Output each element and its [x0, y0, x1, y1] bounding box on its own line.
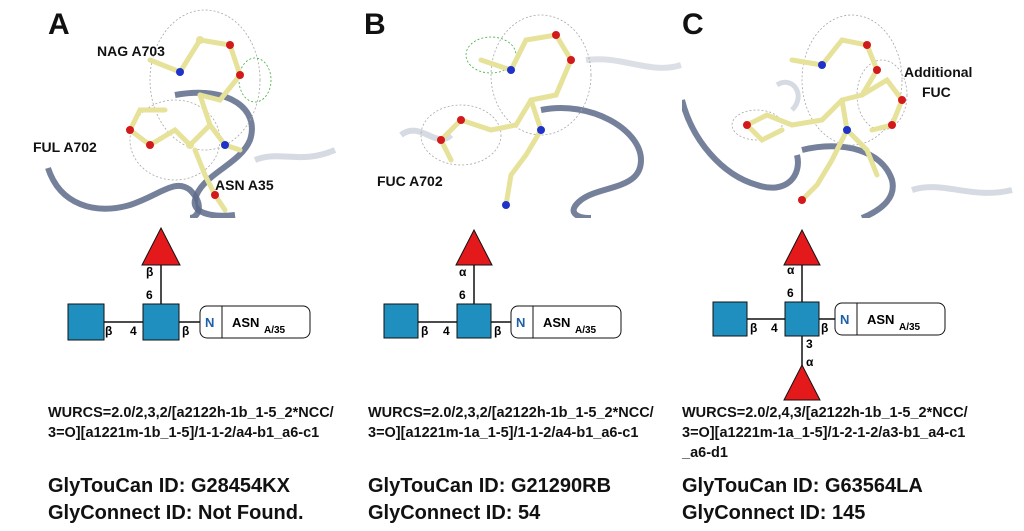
id-block: GlyTouCan ID: G28454KX GlyConnect ID: No… — [48, 473, 304, 527]
fucose-triangle — [455, 228, 493, 266]
svg-text:6: 6 — [146, 288, 153, 302]
svg-text:N: N — [840, 312, 849, 327]
glycan-diagram: β 4 β β 6 N ASN A/35 — [67, 226, 311, 341]
svg-text:β: β — [421, 324, 428, 338]
label-additional: Additional — [904, 64, 972, 80]
panel-a: A NAG A703 FUL A702 ASN A35 — [0, 0, 341, 531]
label-nag: NAG A703 — [97, 43, 165, 59]
label-asn: ASN A35 — [215, 177, 274, 193]
glycan-diagram: β 4 β α 6 N ASN A/35 — [383, 228, 622, 339]
panel-letter: C — [682, 8, 704, 41]
panel-c: C Additional FUC — [682, 0, 1023, 531]
structure-render: NAG A703 FUL A702 ASN A35 — [33, 9, 337, 218]
panel-letter: A — [48, 8, 70, 41]
svg-text:ASN: ASN — [543, 315, 570, 330]
label-fuc: FUC A702 — [377, 173, 443, 189]
svg-text:α: α — [459, 265, 467, 279]
label-fuc: FUC — [922, 84, 951, 100]
label-ful: FUL A702 — [33, 139, 97, 155]
glycan-diagram: β 4 β α 6 3 α N ASN A/35 — [712, 228, 946, 401]
svg-text:6: 6 — [459, 288, 466, 302]
id-block: GlyTouCan ID: G21290RB GlyConnect ID: 54 — [368, 473, 611, 527]
fucose-triangle — [783, 228, 821, 266]
svg-text:ASN: ASN — [867, 312, 894, 327]
wurcs-string: WURCS=2.0/2,3,2/[a2122h-1b_1-5_2*NCC/3=O… — [48, 405, 334, 441]
glytoucan-id: G21290RB — [510, 475, 612, 497]
glcnac-square — [142, 303, 180, 341]
svg-text:3: 3 — [806, 337, 813, 351]
glytoucan-row: GlyTouCan ID: G63564LA — [682, 475, 923, 497]
glyconnect-id: 145 — [832, 502, 866, 524]
svg-text:A/35: A/35 — [575, 325, 597, 336]
panel-letter: B — [364, 8, 386, 41]
fucose-triangle — [141, 226, 181, 266]
glyconnect-row: GlyConnect ID: 54 — [368, 502, 541, 524]
svg-text:ASN: ASN — [232, 315, 259, 330]
svg-text:6: 6 — [787, 286, 794, 300]
svg-text:N: N — [205, 315, 214, 330]
fucose-triangle — [783, 363, 821, 401]
svg-text:4: 4 — [443, 324, 450, 338]
svg-text:β: β — [494, 324, 501, 338]
structure-render: Additional FUC — [682, 14, 1013, 218]
svg-text:α: α — [787, 263, 795, 277]
svg-text:β: β — [750, 321, 757, 335]
glyconnect-id: 54 — [518, 502, 541, 524]
glyconnect-row: GlyConnect ID: Not Found. — [48, 502, 304, 524]
svg-text:α: α — [806, 355, 814, 369]
wurcs-string: WURCS=2.0/2,4,3/[a2122h-1b_1-5_2*NCC/3=O… — [682, 405, 968, 461]
svg-text:β: β — [821, 321, 828, 335]
svg-text:A/35: A/35 — [264, 325, 286, 336]
glcnac-square — [456, 303, 492, 339]
glyconnect-id: Not Found. — [198, 502, 304, 524]
svg-text:β: β — [146, 265, 153, 279]
svg-text:β: β — [182, 324, 189, 338]
glcnac-square — [712, 301, 748, 337]
svg-text:4: 4 — [130, 324, 137, 338]
atoms — [126, 36, 244, 199]
svg-text:4: 4 — [771, 321, 778, 335]
glcnac-square — [67, 303, 105, 341]
glcnac-square — [383, 303, 419, 339]
glcnac-square — [784, 301, 820, 337]
panel-b: B FUC A702 β 4 β α 6 N — [341, 0, 682, 531]
wurcs-string: WURCS=2.0/2,3,2/[a2122h-1b_1-5_2*NCC/3=O… — [368, 405, 654, 441]
svg-text:β: β — [105, 324, 112, 338]
id-block: GlyTouCan ID: G63564LA GlyConnect ID: 14… — [682, 473, 923, 527]
glytoucan-row: GlyTouCan ID: G28454KX — [48, 475, 290, 497]
glytoucan-id: G63564LA — [824, 475, 923, 497]
svg-text:N: N — [516, 315, 525, 330]
structure-render: FUC A702 — [377, 14, 682, 218]
glyconnect-row: GlyConnect ID: 145 — [682, 502, 866, 524]
svg-text:A/35: A/35 — [899, 322, 921, 333]
glytoucan-id: G28454KX — [190, 475, 290, 497]
glytoucan-row: GlyTouCan ID: G21290RB — [368, 475, 612, 497]
